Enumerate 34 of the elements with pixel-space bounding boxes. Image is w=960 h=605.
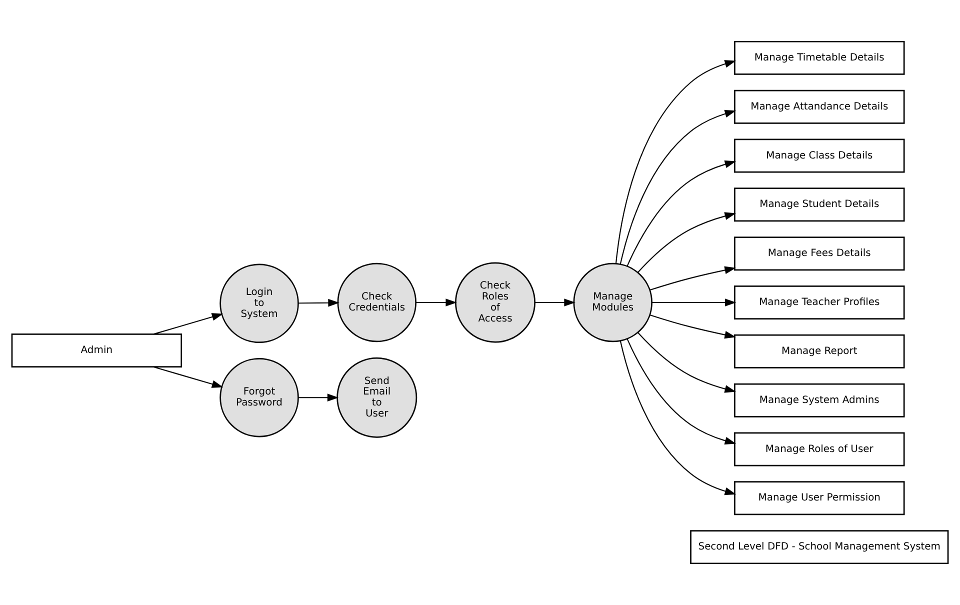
arrow [626, 338, 736, 445]
arrow [637, 332, 736, 393]
node-circle: Check Credentials [337, 262, 416, 342]
node-box: Manage Report [734, 334, 905, 368]
arrow [652, 298, 736, 306]
arrow [626, 160, 736, 266]
node-box: Manage User Permission [734, 481, 905, 516]
arrow [153, 313, 224, 335]
arrow [650, 266, 736, 291]
arrow [620, 340, 736, 496]
node-box: Manage Fees Details [734, 236, 905, 271]
arrow [535, 298, 576, 306]
node-box: Manage Roles of User [734, 432, 905, 466]
node-box: Manage System Admins [734, 383, 905, 418]
node-box: Manage Teacher Profiles [734, 286, 905, 320]
arrow [416, 298, 457, 306]
arrow [650, 314, 736, 339]
node-box: Manage Timetable Details [734, 40, 905, 75]
arrow [637, 212, 736, 273]
node-box: Manage Attandance Details [734, 90, 905, 124]
node-circle: Forgot Password [220, 358, 299, 438]
arrow [615, 60, 736, 264]
arrow [298, 298, 340, 307]
arrow [620, 110, 736, 264]
node-circle: Login to System [220, 264, 299, 344]
node-box: Second Level DFD - School Management System [690, 530, 949, 564]
node-box: Manage Class Details [734, 138, 905, 173]
node-box: Admin [11, 334, 182, 368]
arrow [153, 366, 224, 388]
node-circle: Send Email to User [336, 357, 418, 438]
node-circle: Manage Modules [573, 262, 652, 342]
node-circle: Check Roles of Access [455, 262, 536, 343]
node-box: Manage Student Details [734, 188, 905, 222]
arrow [298, 394, 339, 402]
